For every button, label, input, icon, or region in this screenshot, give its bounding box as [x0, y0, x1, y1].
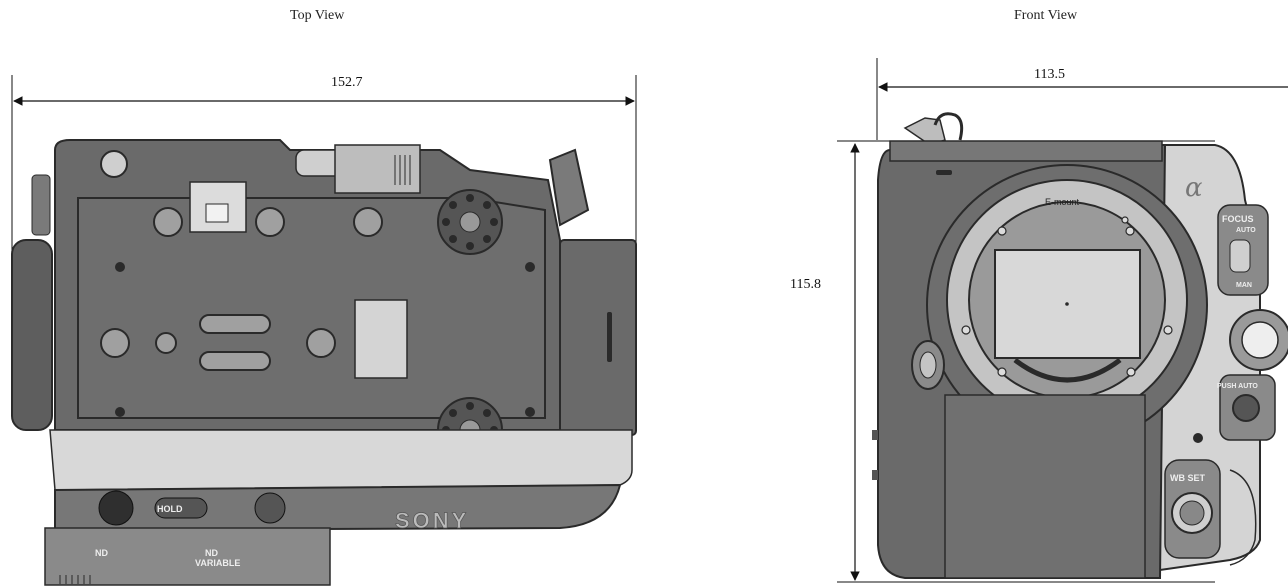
hold-switch	[154, 497, 208, 519]
wb-set-label: WB SET	[1170, 473, 1206, 483]
top-clip-hook	[933, 112, 964, 141]
front-lower-section	[54, 483, 622, 532]
sensor-center	[1065, 302, 1069, 306]
dial-upper	[437, 189, 503, 255]
side-detail-1	[872, 430, 878, 440]
right-body-panel	[559, 239, 637, 436]
brand-logo: SONY	[395, 508, 469, 533]
front-view-title: Front View	[1014, 8, 1078, 23]
accessory-shoe	[354, 299, 408, 379]
top-slot-2	[199, 351, 271, 371]
mount-label: E-mount	[1045, 197, 1080, 207]
front-height-dimension: 115.8	[790, 277, 821, 292]
knob-housing	[334, 144, 421, 194]
wb-set-button-center	[1179, 500, 1205, 526]
focus-auto-label: AUTO	[1236, 227, 1256, 234]
hold-label: HOLD	[157, 504, 183, 514]
lens-release-inner	[919, 351, 937, 379]
top-slot-1	[199, 314, 271, 334]
grip-edge	[1229, 469, 1257, 566]
top-button	[100, 150, 128, 178]
front-width-dimension: 113.5	[1034, 67, 1065, 82]
side-strap-lug	[31, 174, 51, 236]
rec-button	[98, 490, 134, 526]
alpha-logo: α	[1185, 173, 1203, 203]
mount-screws	[961, 216, 1173, 377]
nd-unit	[44, 527, 331, 586]
side-detail-2	[872, 470, 878, 480]
top-strip	[889, 140, 1163, 162]
nd-label: ND	[95, 548, 108, 558]
shoe-clip-lock	[205, 203, 229, 223]
top-plate	[77, 197, 546, 419]
left-grip	[11, 239, 53, 431]
focus-dial-center	[1241, 321, 1279, 359]
focus-switch	[1229, 239, 1251, 273]
top-view-title: Top View	[290, 8, 345, 23]
lower-grip-panel	[944, 394, 1146, 579]
front-view: E-mount α FOCUS AUTO MAN PUSH AUTO	[837, 58, 1288, 583]
grip-screw	[1193, 433, 1203, 443]
top-width-dimension: 152.7	[331, 75, 363, 90]
lower-band	[49, 429, 633, 491]
sensor	[994, 249, 1141, 359]
right-slot	[607, 312, 612, 362]
eyepiece	[548, 148, 590, 227]
push-auto-label: PUSH AUTO	[1217, 383, 1258, 390]
zoom-button	[254, 492, 286, 524]
focus-label: FOCUS	[1222, 214, 1254, 224]
push-auto-button	[1232, 394, 1260, 422]
small-screws	[115, 262, 535, 417]
focus-man-label: MAN	[1236, 282, 1252, 289]
front-indicator	[936, 170, 952, 175]
mount-contacts	[1013, 358, 1122, 383]
